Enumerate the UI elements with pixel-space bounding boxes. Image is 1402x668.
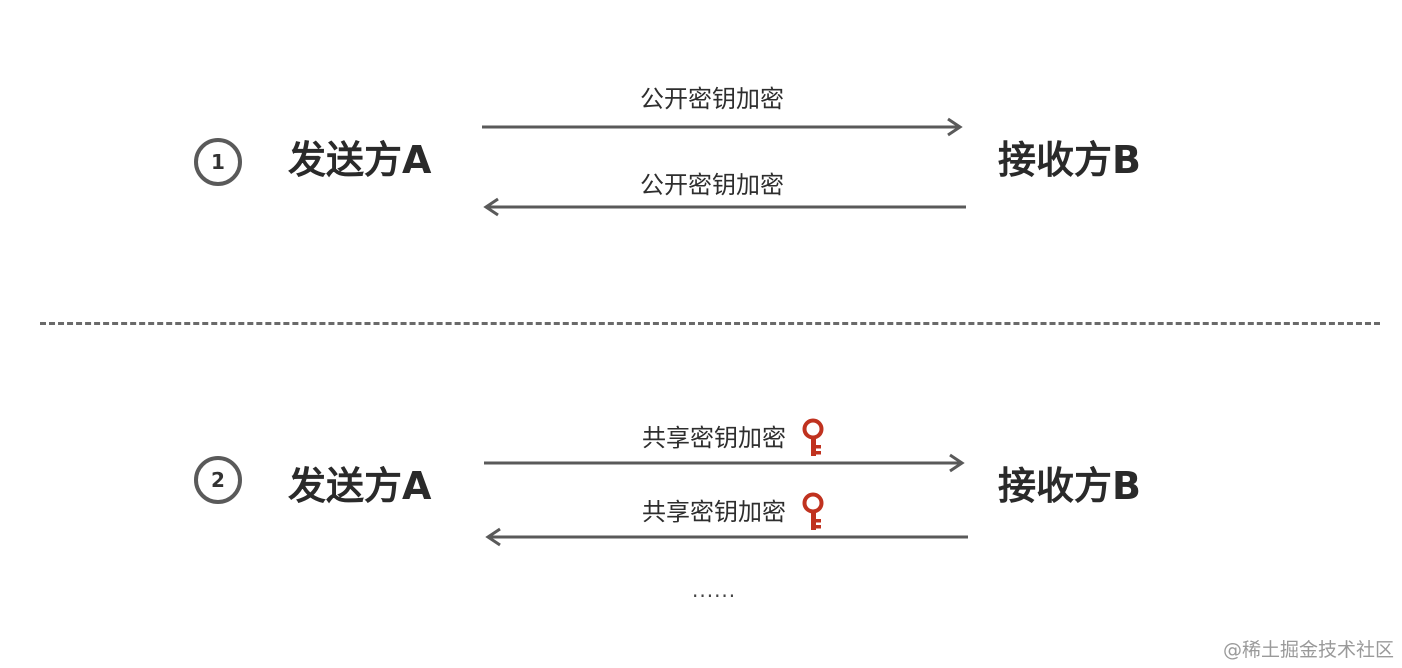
key-icon: [802, 418, 824, 456]
step-2-circle: 2: [194, 456, 242, 504]
receiver-b-2: 接收方B: [998, 464, 1141, 508]
section-divider: [40, 322, 1380, 325]
forward-arrow-2: [484, 453, 965, 473]
forward-text-2: 共享密钥加密: [642, 424, 786, 452]
backward-label-1: 公开密钥加密: [640, 173, 784, 197]
step-1-circle: 1: [194, 138, 242, 186]
receiver-b-1: 接收方B: [998, 138, 1141, 182]
sender-a-2: 发送方A: [288, 464, 432, 508]
forward-label-2: 共享密钥加密: [642, 418, 826, 458]
forward-text-1: 公开密钥加密: [640, 85, 784, 113]
step-2-number: 2: [211, 468, 225, 492]
watermark: @稀土掘金技术社区: [1222, 639, 1394, 661]
backward-arrow-2: [485, 527, 968, 547]
backward-arrow-1: [483, 197, 966, 217]
continuation-ellipsis: ......: [692, 578, 737, 602]
forward-label-1: 公开密钥加密: [640, 87, 784, 111]
sender-a-1: 发送方A: [288, 138, 432, 182]
step-1-number: 1: [211, 150, 225, 174]
backward-label-2: 共享密钥加密: [642, 492, 826, 532]
key-icon: [802, 492, 824, 530]
forward-arrow-1: [482, 117, 963, 137]
backward-text-1: 公开密钥加密: [640, 171, 784, 199]
backward-text-2: 共享密钥加密: [642, 498, 786, 526]
